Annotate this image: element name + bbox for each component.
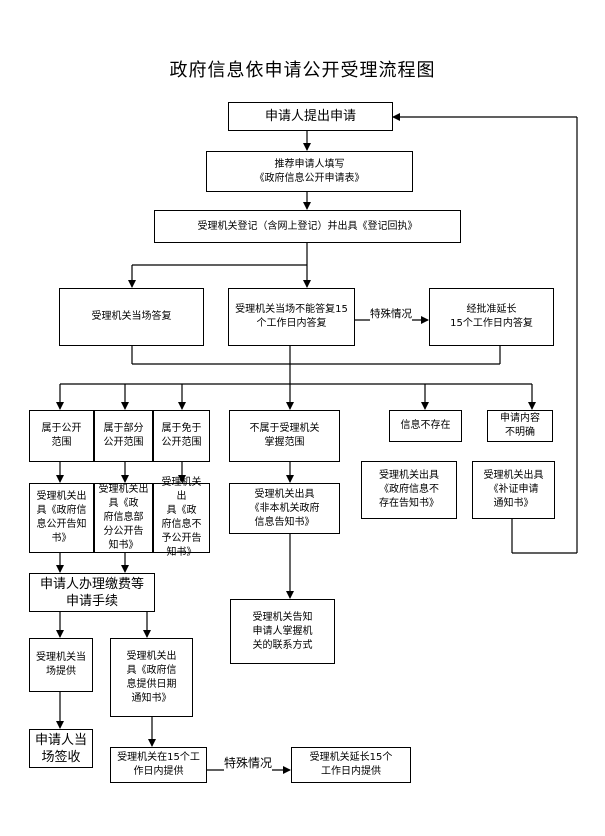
notice-supplement-node: 受理机关出具 《补证申请 通知书》 xyxy=(472,461,555,519)
unclear-node: 申请内容 不明确 xyxy=(487,410,553,442)
provide-onsite-node: 受理机关当 场提供 xyxy=(29,638,93,692)
exempt-node: 属于免于 公开范围 xyxy=(153,410,210,462)
notice-public-node: 受理机关出 具《政府信 息公开告知 书》 xyxy=(29,483,94,553)
notice-exempt-node: 受理机关出 具《政 府信息不 予公开告 知书》 xyxy=(153,477,210,558)
edge-label-special-top: 特殊情况 xyxy=(370,306,412,321)
extend-15-node: 受理机关延长15个 工作日内提供 xyxy=(291,747,411,783)
not-agency-node: 不属于受理机关 掌握范围 xyxy=(229,410,340,462)
fee-node: 申请人办理缴费等 申请手续 xyxy=(29,573,155,612)
register-node: 受理机关登记（含网上登记）并出具《登记回执》 xyxy=(154,210,461,243)
fill-form-node: 推荐申请人填写 《政府信息公开申请表》 xyxy=(206,151,413,192)
edge-label-special-bottom: 特殊情况 xyxy=(224,754,273,771)
public-node: 属于公开 范围 xyxy=(29,410,94,462)
notice-date-node: 受理机关出 具《政府信 息提供日期 通知书》 xyxy=(110,638,193,717)
extend-node: 经批准延长 15个工作日内答复 xyxy=(429,288,554,346)
notice-not-agency-node: 受理机关出具 《非本机关政府 信息告知书》 xyxy=(229,483,340,534)
notify-contact-node: 受理机关告知 申请人掌握机 关的联系方式 xyxy=(230,599,335,664)
not-exist-node: 信息不存在 xyxy=(389,410,462,442)
page-title: 政府信息依申请公开受理流程图 xyxy=(169,60,436,81)
notice-not-exist-node: 受理机关出具 《政府信息不 存在告知书》 xyxy=(361,461,457,519)
apply-node: 申请人提出申请 xyxy=(228,102,393,131)
notice-partial-node: 受理机关出 具《政 府信息部 分公开告 知书》 xyxy=(94,483,153,553)
provide-15-node: 受理机关在15个工 作日内提供 xyxy=(110,747,207,783)
sign-node: 申请人当 场签收 xyxy=(29,729,93,768)
reply-onsite-node: 受理机关当场答复 xyxy=(59,288,204,346)
reply-15days-node: 受理机关当场不能答复15 个工作日内答复 xyxy=(228,288,355,346)
partial-node: 属于部分 公开范围 xyxy=(94,410,153,462)
